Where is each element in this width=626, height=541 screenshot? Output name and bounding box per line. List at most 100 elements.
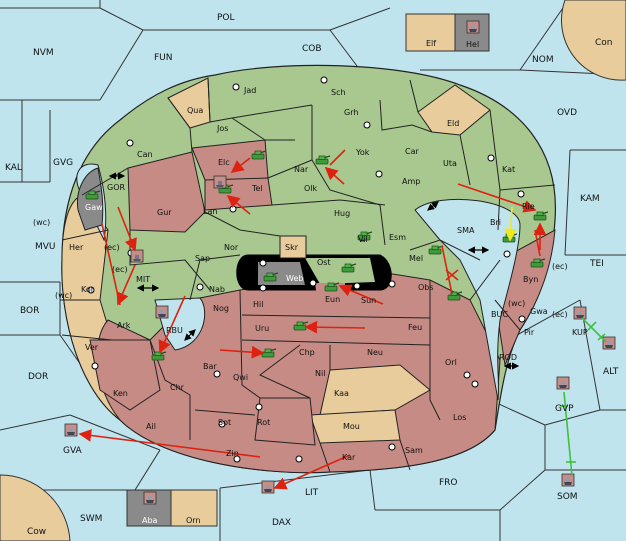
label-cow: Cow (27, 527, 46, 537)
label-nab: Nab (209, 285, 225, 294)
map-labels: POL COB FUN NVM NOM Con Elf Hel OVD KAL … (5, 13, 619, 537)
label-olk: Olk (304, 184, 318, 193)
label-neu: Neu (367, 348, 383, 357)
label-con: Con (595, 38, 613, 48)
label-uru: Uru (255, 324, 269, 333)
label-kor: Kor (81, 285, 95, 294)
label-bar: Bar (203, 362, 217, 371)
label-nil: Nil (315, 369, 325, 378)
label-kup: KUP (572, 328, 588, 337)
label-tel: Tel (251, 184, 263, 193)
label-elc: Elc (218, 158, 230, 167)
label-sot: Sot (218, 418, 231, 427)
label-fro: FRO (439, 478, 458, 488)
label-orl: Orl (445, 358, 457, 367)
label-rod: ROD (499, 353, 517, 362)
label-ec2: (ec) (552, 262, 568, 271)
label-sap: Sap (195, 254, 210, 263)
label-nom: NOM (532, 55, 554, 65)
territory-cow[interactable] (0, 474, 71, 541)
label-sch: Sch (331, 88, 346, 97)
label-mit: MIT (136, 275, 150, 284)
label-her: Her (69, 243, 84, 252)
label-jos: Jos (216, 124, 228, 133)
label-qua: Qua (187, 106, 203, 115)
territory-orn[interactable] (170, 489, 218, 527)
label-grh: Grh (344, 108, 358, 117)
label-esm: Esm (389, 233, 406, 242)
label-sma: SMA (457, 226, 475, 235)
label-mvu: MVU (35, 242, 56, 252)
label-yok: Yok (355, 148, 370, 157)
label-chp: Chp (299, 348, 315, 357)
label-gwa: Gwa (530, 307, 548, 316)
label-orn: Orn (186, 516, 201, 525)
label-byn: Byn (523, 275, 538, 284)
label-jad: Jad (243, 86, 256, 95)
label-gvp: GVP (555, 404, 574, 414)
territory-con[interactable] (561, 0, 626, 81)
continent (60, 64, 556, 474)
label-mel: Mel (409, 254, 423, 263)
label-wc2: (wc) (55, 291, 72, 300)
label-amp: Amp (402, 177, 420, 186)
label-gur: Gur (157, 208, 172, 217)
label-nog: Nog (213, 304, 229, 313)
label-swm: SWM (80, 514, 102, 524)
label-qwi: Qwi (233, 373, 248, 382)
label-obs: Obs (418, 283, 434, 292)
orders (78, 149, 607, 490)
label-rie: Rie (522, 202, 535, 211)
label-bor: BOR (20, 306, 39, 316)
label-hug: Hug (334, 209, 350, 218)
label-gaw: Gaw (85, 203, 103, 212)
label-los: Los (453, 413, 466, 422)
label-alt: ALT (603, 367, 619, 377)
label-dax: DAX (272, 518, 291, 528)
label-ark: Ark (117, 321, 131, 330)
label-elf: Elf (426, 39, 436, 48)
label-eld: Eld (447, 119, 459, 128)
label-eun: Eun (325, 295, 340, 304)
label-web: Web (286, 274, 303, 283)
label-ken: Ken (113, 389, 128, 398)
territory-aba[interactable] (126, 489, 172, 527)
label-mou: Mou (343, 422, 360, 431)
label-ovd: OVD (557, 108, 577, 118)
label-ec3: (ec) (112, 265, 128, 274)
label-gva: GVA (63, 446, 83, 456)
label-pol: POL (217, 13, 235, 23)
label-zin: Zin (226, 449, 239, 458)
label-tei: TEI (589, 259, 604, 269)
label-lan: Lan (203, 207, 217, 216)
label-kaa: Kaa (334, 389, 349, 398)
label-dor: DOR (28, 372, 48, 382)
label-wc1: (wc) (33, 218, 50, 227)
label-sam: Sam (405, 446, 423, 455)
label-pir: Pir (524, 328, 535, 337)
label-kat: Kat (502, 165, 515, 174)
label-kar: Kar (342, 453, 356, 462)
label-nvm: NVM (33, 48, 54, 58)
label-som: SOM (557, 492, 578, 502)
label-wc3: (wc) (508, 299, 525, 308)
label-lit: LIT (305, 488, 319, 498)
label-sun: Sun (361, 296, 376, 305)
label-aba: Aba (142, 516, 158, 525)
label-nar: Nar (294, 165, 309, 174)
label-hil: Hil (253, 300, 263, 309)
territory-elf[interactable] (405, 13, 456, 52)
label-ec1: (ec) (104, 243, 120, 252)
label-ost: Ost (317, 258, 331, 267)
label-feu: Feu (408, 323, 422, 332)
label-cob: COB (302, 44, 322, 54)
label-kal: KAL (5, 163, 22, 173)
label-ver: Ver (85, 343, 99, 352)
label-gor: GOR (107, 183, 125, 192)
label-fun: FUN (154, 53, 173, 63)
label-ec4: (ec) (552, 310, 568, 319)
label-kam: KAM (580, 194, 600, 204)
